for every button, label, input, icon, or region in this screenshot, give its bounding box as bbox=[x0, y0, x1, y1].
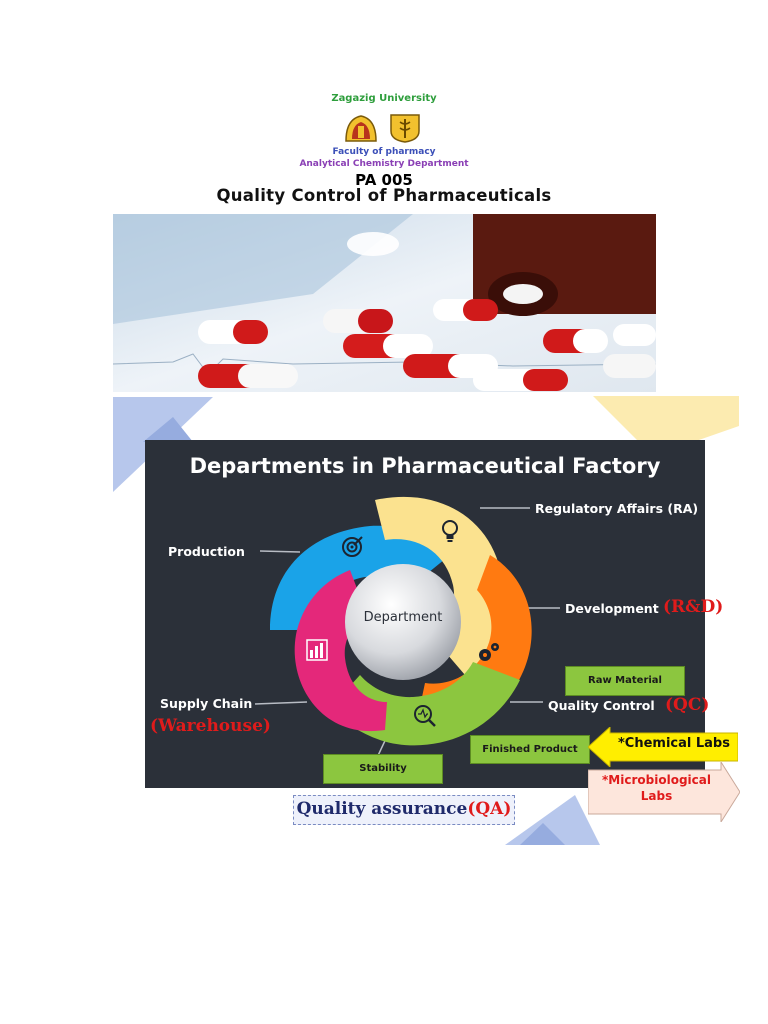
departments-panel: Departments in Pharmaceutical Factory bbox=[145, 440, 705, 788]
qa-text: Quality assurance bbox=[296, 799, 468, 819]
raw-material-box: Raw Material bbox=[565, 666, 685, 696]
decor-triangle-bottom bbox=[505, 795, 600, 845]
warehouse-annotation: (Warehouse) bbox=[150, 716, 271, 736]
leader-production bbox=[259, 550, 301, 553]
qc-annotation: (QC) bbox=[665, 695, 710, 715]
qa-abbr: (QA) bbox=[467, 799, 512, 819]
course-title: Quality Control of Pharmaceuticals bbox=[216, 186, 552, 205]
stability-box: Stability bbox=[323, 754, 443, 784]
target-icon bbox=[342, 536, 363, 557]
petal-regulatory bbox=[375, 496, 504, 675]
panel-title: Departments in Pharmaceutical Factory bbox=[189, 454, 661, 478]
department-name: Analytical Chemistry Department bbox=[299, 159, 469, 169]
decor-triangle-right bbox=[593, 396, 739, 456]
faculty-name: Faculty of pharmacy bbox=[332, 147, 436, 157]
label-quality-control: Quality Control bbox=[548, 698, 655, 713]
center-sphere bbox=[345, 564, 461, 680]
faculty-logo bbox=[388, 113, 422, 143]
label-regulatory: Regulatory Affairs (RA) bbox=[535, 501, 699, 516]
label-supply-chain: Supply Chain bbox=[160, 696, 253, 711]
microbiological-labs-label: *Microbiological Labs bbox=[602, 773, 711, 803]
chemical-labs-arrow: *Chemical Labs bbox=[588, 727, 738, 767]
finished-product-box: Finished Product bbox=[470, 735, 590, 764]
bar-chart-icon bbox=[306, 639, 328, 661]
label-production: Production bbox=[168, 544, 245, 559]
lightbulb-icon bbox=[442, 520, 458, 542]
magnifier-icon bbox=[414, 705, 436, 727]
university-logo bbox=[344, 113, 378, 143]
course-code: PA 005 bbox=[355, 171, 413, 189]
chemical-labs-label: *Chemical Labs bbox=[618, 736, 730, 751]
university-name: Zagazig University bbox=[331, 93, 437, 104]
label-development: Development bbox=[565, 601, 659, 616]
pills-photo bbox=[113, 214, 656, 392]
gears-icon bbox=[479, 643, 499, 661]
quality-assurance-box: Quality assurance(QA) bbox=[293, 795, 515, 825]
rd-annotation: (R&D) bbox=[663, 597, 724, 617]
leader-supply bbox=[254, 701, 308, 705]
department-wheel bbox=[254, 496, 560, 763]
microbiological-labs-arrow: *Microbiological Labs bbox=[588, 762, 740, 822]
center-label: Department bbox=[363, 610, 443, 625]
